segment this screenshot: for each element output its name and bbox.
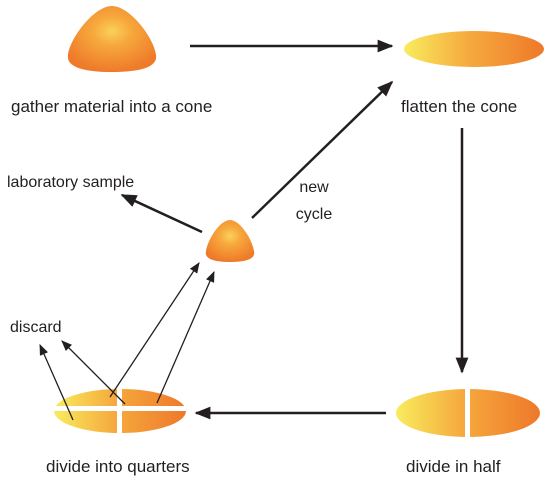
label-divide-quarters: divide into quarters — [46, 457, 190, 476]
label-divide-half: divide in half — [406, 457, 501, 476]
arrow-quarter-to-discard-2 — [61, 340, 126, 405]
arrow-to-lab-sample — [120, 193, 203, 234]
label-discard: discard — [10, 319, 62, 336]
arrow-quarter-to-discard-1 — [39, 343, 74, 421]
arrow-quarter-to-cone-1 — [109, 262, 200, 398]
arrow-new-cycle — [251, 80, 394, 219]
label-new-cycle-1: new — [299, 179, 329, 196]
cone-small-shape — [205, 220, 255, 262]
cone-large-shape — [67, 6, 157, 72]
label-gather: gather material into a cone — [11, 97, 212, 116]
divided-quarters-shape — [50, 385, 190, 437]
arrow-quarter-to-cone-2 — [156, 270, 215, 404]
label-lab-sample: laboratory sample — [7, 174, 134, 191]
divided-half-shape — [396, 385, 540, 441]
label-new-cycle-2: cycle — [296, 206, 333, 223]
flattened-cone-shape — [404, 31, 544, 67]
label-flatten: flatten the cone — [401, 97, 517, 116]
